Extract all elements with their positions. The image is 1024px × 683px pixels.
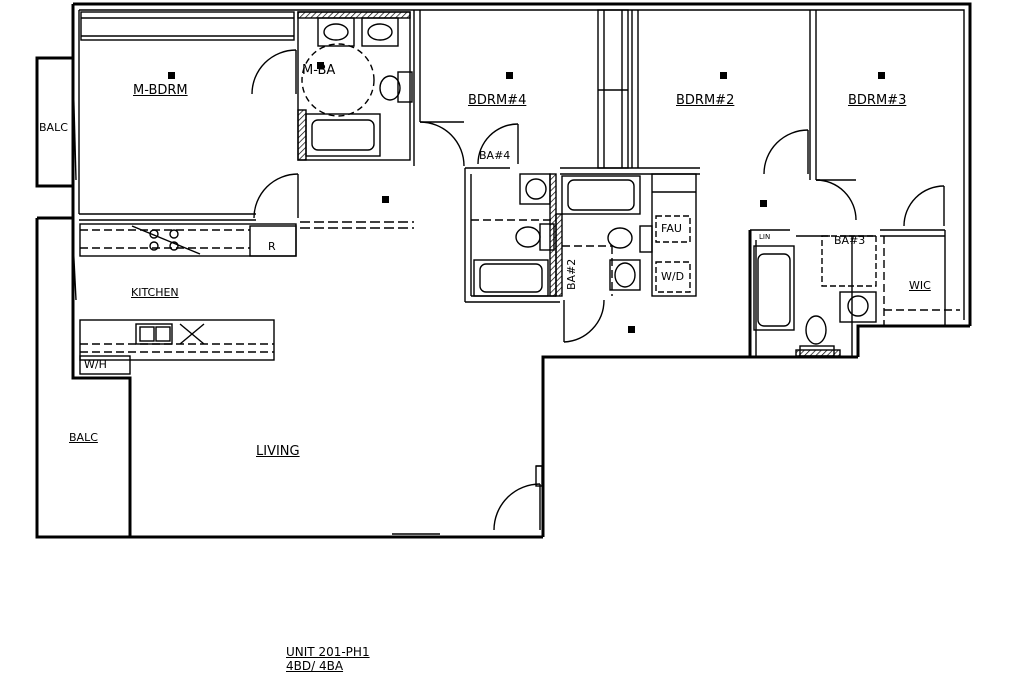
wall-hatch: [549, 173, 557, 297]
room-label-bdrm4: BDRM#4: [468, 93, 527, 108]
closet: [80, 11, 295, 41]
fau-label: FAU: [661, 222, 682, 235]
water-heater-label: W/H: [84, 358, 107, 371]
unit-bed-bath: 4BD/ 4BA: [286, 659, 344, 673]
interior-wall: [78, 9, 965, 326]
room-label-kitchen: KITCHEN: [131, 286, 179, 299]
master-bath-fixtures: [297, 11, 413, 161]
window: [72, 69, 543, 535]
closet: [597, 9, 629, 169]
ba4-fixtures: [471, 173, 556, 297]
room-label-ba4: BA#4: [479, 149, 511, 162]
washer-dryer-label: W/D: [661, 270, 685, 283]
wall-hatch: [297, 109, 307, 161]
room-label-bdrm3: BDRM#3: [848, 93, 907, 108]
room-label-living: LIVING: [256, 444, 300, 459]
room-label-bdrm2: BDRM#2: [676, 93, 735, 108]
bar-counter: [300, 221, 414, 229]
wall-hatch: [555, 213, 563, 297]
balcony: [35, 56, 75, 188]
room-label-ba3: BA#3: [834, 234, 866, 247]
room-label-m-ba: M-BA: [302, 63, 336, 78]
cooktop-icon: [131, 225, 201, 255]
ba2-fixtures: [561, 175, 653, 296]
wic-shelves: [883, 236, 960, 326]
room-label-wic: WIC: [909, 279, 931, 292]
room-label-ba2: BA#2: [565, 258, 578, 290]
unit-name: UNIT 201-PH1: [286, 645, 370, 659]
room-label-m-bdrm: M-BDRM: [133, 83, 188, 98]
wall-hatch: [297, 11, 411, 19]
door-swing: [251, 49, 945, 531]
ceiling-marker: [168, 62, 885, 333]
wall-hatch: [795, 349, 841, 357]
unit-caption: UNIT 201-PH1 4BD/ 4BA: [286, 645, 370, 673]
linen-label: LIN: [759, 233, 771, 241]
kitchen-counter: [79, 223, 297, 375]
room-label-balc-top: BALC: [39, 121, 68, 134]
mechanical-closet: [651, 173, 697, 297]
room-label-balc-left: BALC: [69, 431, 98, 444]
refrigerator-label: R: [268, 240, 276, 253]
